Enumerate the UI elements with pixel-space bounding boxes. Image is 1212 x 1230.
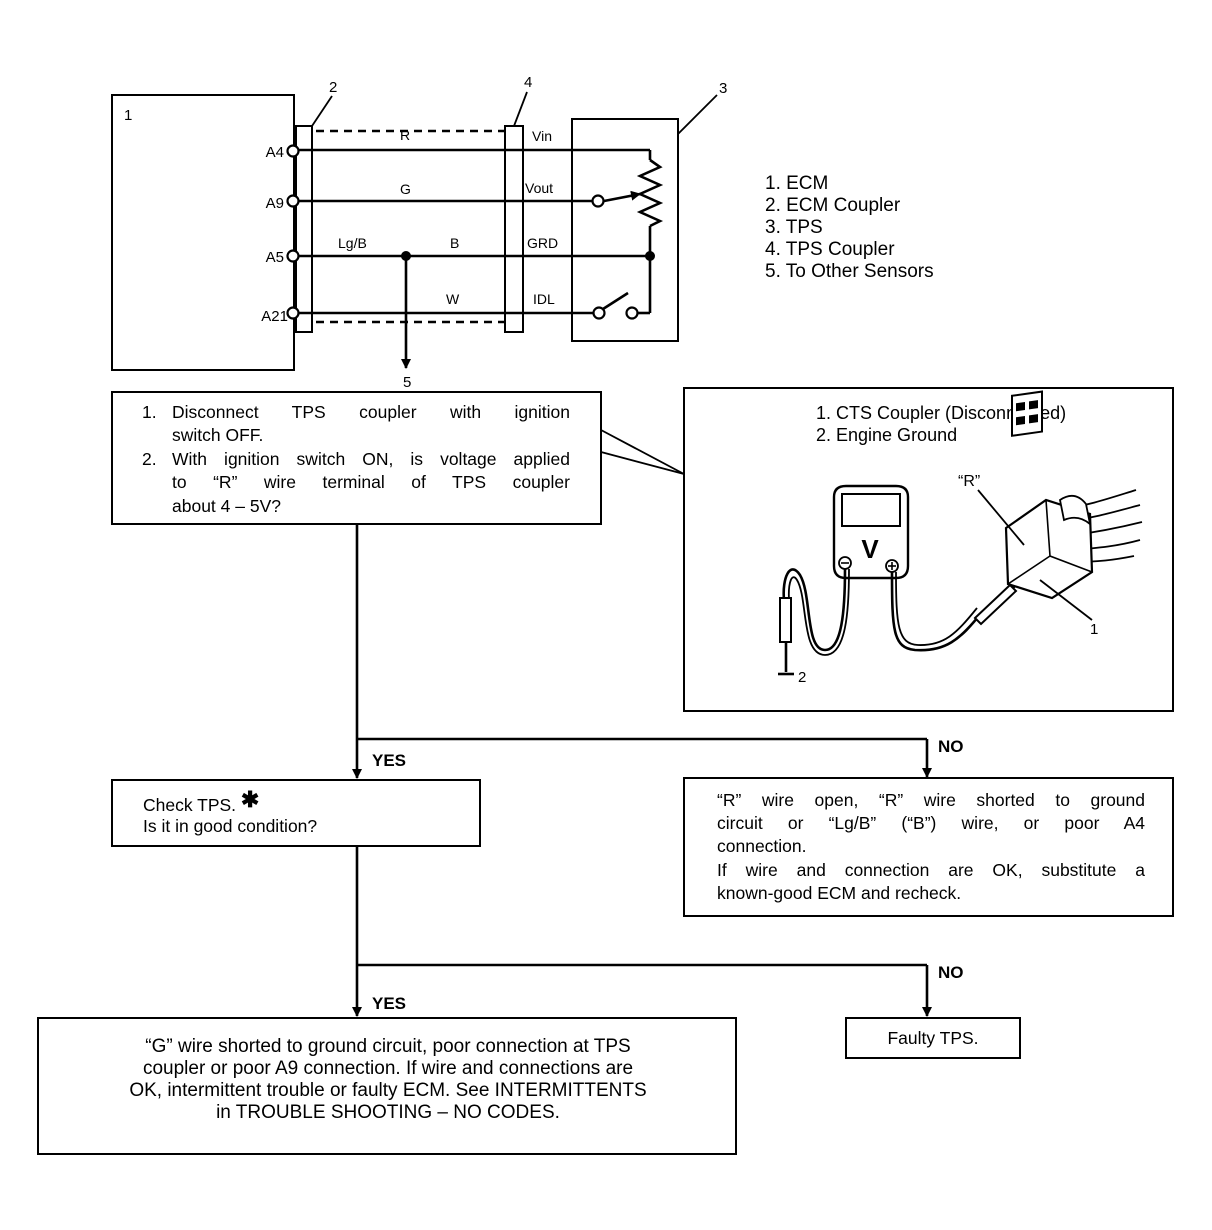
- idle-switch-blade: [602, 291, 629, 311]
- ground-probe-icon: [779, 597, 792, 643]
- asterisk-icon: ✱: [240, 787, 260, 812]
- step1-line: switch OFF.: [172, 425, 264, 445]
- callout-2: 2: [798, 669, 806, 686]
- tps-terminal-idl: IDL: [533, 291, 555, 307]
- tps-coupler-number: 4: [524, 74, 532, 91]
- step1-line: to “R” wire terminal of TPS coupler: [172, 472, 570, 492]
- no-label-1: NO: [938, 737, 964, 756]
- step1-num-1: 1.: [142, 402, 157, 422]
- tps-number: 3: [719, 80, 727, 97]
- terminal-a9-pin: [286, 194, 300, 208]
- coupler-pin-icon: [1016, 415, 1025, 426]
- legend-item: 3. TPS: [765, 217, 823, 238]
- faulty-tps-box: [845, 1017, 1021, 1059]
- wiper-arrow: [603, 190, 641, 203]
- tps-leader: [677, 94, 718, 135]
- wire-color-lgb: Lg/B: [338, 235, 367, 251]
- step1-num-2: 2.: [142, 449, 157, 469]
- check-tps-line: Check TPS. ✱: [143, 788, 259, 817]
- faulty-tps-label: Faulty TPS.: [887, 1028, 979, 1048]
- g-wire-result-box: [37, 1017, 737, 1155]
- coupler-pin-icon: [1016, 401, 1025, 412]
- r-wire-line: circuit or “Lg/B” (“B”) wire, or poor A4: [717, 813, 1145, 833]
- terminal-a5-pin: [286, 249, 300, 263]
- coupler-callout-leader: [1039, 579, 1093, 621]
- wire-color-g: G: [400, 181, 411, 197]
- r-wire-result-box: [683, 777, 1174, 917]
- callout-line: [600, 429, 685, 475]
- r-wire-line: known-good ECM and recheck.: [717, 883, 962, 903]
- ground-junction-dot: [645, 251, 655, 261]
- wire-color-r: R: [400, 127, 410, 143]
- g-wire-line: OK, intermittent trouble or faulty ECM. …: [129, 1080, 647, 1101]
- terminal-a5: A5: [266, 249, 284, 266]
- tps-box: [571, 118, 679, 342]
- tps-coupler-leader: [513, 91, 528, 127]
- cts-coupler: [1004, 390, 1143, 600]
- callout-1: 1: [1090, 621, 1098, 638]
- step1-line: about 4 – 5V?: [172, 496, 281, 516]
- ecm-number: 1: [124, 107, 132, 124]
- wiring-diagram: 1 2 4 3 A4 A9 A5 A21 5 R: [111, 74, 727, 391]
- legend-item: 4. TPS Coupler: [765, 239, 895, 260]
- terminal-a21: A21: [261, 308, 288, 325]
- step1-line: With ignition switch ON, is voltage appl…: [172, 449, 570, 469]
- g-wire-line: in TROUBLE SHOOTING – NO CODES.: [216, 1102, 560, 1123]
- ecm-coupler-number: 2: [329, 79, 337, 96]
- g-wire-line: coupler or poor A9 connection. If wire a…: [142, 1058, 634, 1079]
- voltmeter: V: [832, 484, 910, 580]
- component-legend: 1. ECM 2. ECM Coupler 3. TPS 4. TPS Coup…: [765, 173, 934, 282]
- voltmeter-symbol: V: [861, 534, 879, 564]
- ecm-coupler: [295, 125, 313, 333]
- other-sensors-number: 5: [403, 374, 411, 391]
- positive-probe-icon: [973, 583, 1018, 626]
- wire-color-b: B: [450, 235, 459, 251]
- positive-lead: [890, 571, 984, 652]
- tps-terminal-vin: Vin: [532, 128, 552, 144]
- tps-terminal-grd: GRD: [527, 235, 558, 251]
- legend-item: 2. ECM Coupler: [765, 195, 901, 216]
- tps-terminal-vout: Vout: [525, 180, 553, 196]
- g-wire-line: “G” wire shorted to ground circuit, poor…: [145, 1036, 631, 1057]
- meter-legend-item: 2. Engine Ground: [816, 425, 957, 445]
- voltmeter-display: [841, 493, 901, 527]
- callout-line: [600, 451, 685, 475]
- idle-switch-pin-2: [625, 306, 639, 320]
- terminal-a4: A4: [266, 144, 284, 161]
- r-wire-line: If wire and connection are OK, substitut…: [717, 860, 1145, 880]
- coupler-pin-icon: [1029, 400, 1038, 410]
- no-label-2: NO: [938, 963, 964, 982]
- idle-switch-pin-1: [592, 306, 606, 320]
- coupler-pin-icon: [1029, 414, 1038, 424]
- tps-coupler: [504, 125, 524, 333]
- check-tps-line: Is it in good condition?: [143, 816, 318, 836]
- yes-label-2: YES: [372, 994, 406, 1013]
- r-terminal-leader: [977, 489, 1025, 546]
- r-wire-line: connection.: [717, 836, 807, 856]
- positive-lead: [895, 571, 978, 646]
- vout-terminal-pin: [591, 194, 605, 208]
- wire-color-w: W: [446, 291, 460, 307]
- check-tps-label: Check TPS.: [143, 795, 237, 815]
- coupler-latch: [1058, 494, 1092, 527]
- coupler-face: [1011, 390, 1043, 437]
- r-terminal-label: “R”: [958, 473, 980, 490]
- step1-line: Disconnect TPS coupler with ignition: [172, 402, 570, 422]
- step1-box: [111, 391, 602, 525]
- ecm-coupler-leader: [311, 95, 333, 127]
- terminal-a21-pin: [286, 306, 300, 320]
- legend-item: 1. ECM: [765, 173, 828, 194]
- coupler-body: [1007, 555, 1051, 585]
- yes-label-1: YES: [372, 751, 406, 770]
- ecm-box: [111, 94, 295, 371]
- terminal-a9: A9: [266, 195, 284, 212]
- ground-lead: [782, 568, 847, 652]
- ground-lead: [787, 568, 850, 656]
- meter-legend-item: 1. CTS Coupler (Disconnected): [816, 403, 1066, 423]
- r-wire-line: “R” wire open, “R” wire shorted to groun…: [717, 790, 1145, 810]
- check-tps-box: [111, 779, 481, 847]
- terminal-a4-pin: [286, 144, 300, 158]
- legend-item: 5. To Other Sensors: [765, 261, 934, 282]
